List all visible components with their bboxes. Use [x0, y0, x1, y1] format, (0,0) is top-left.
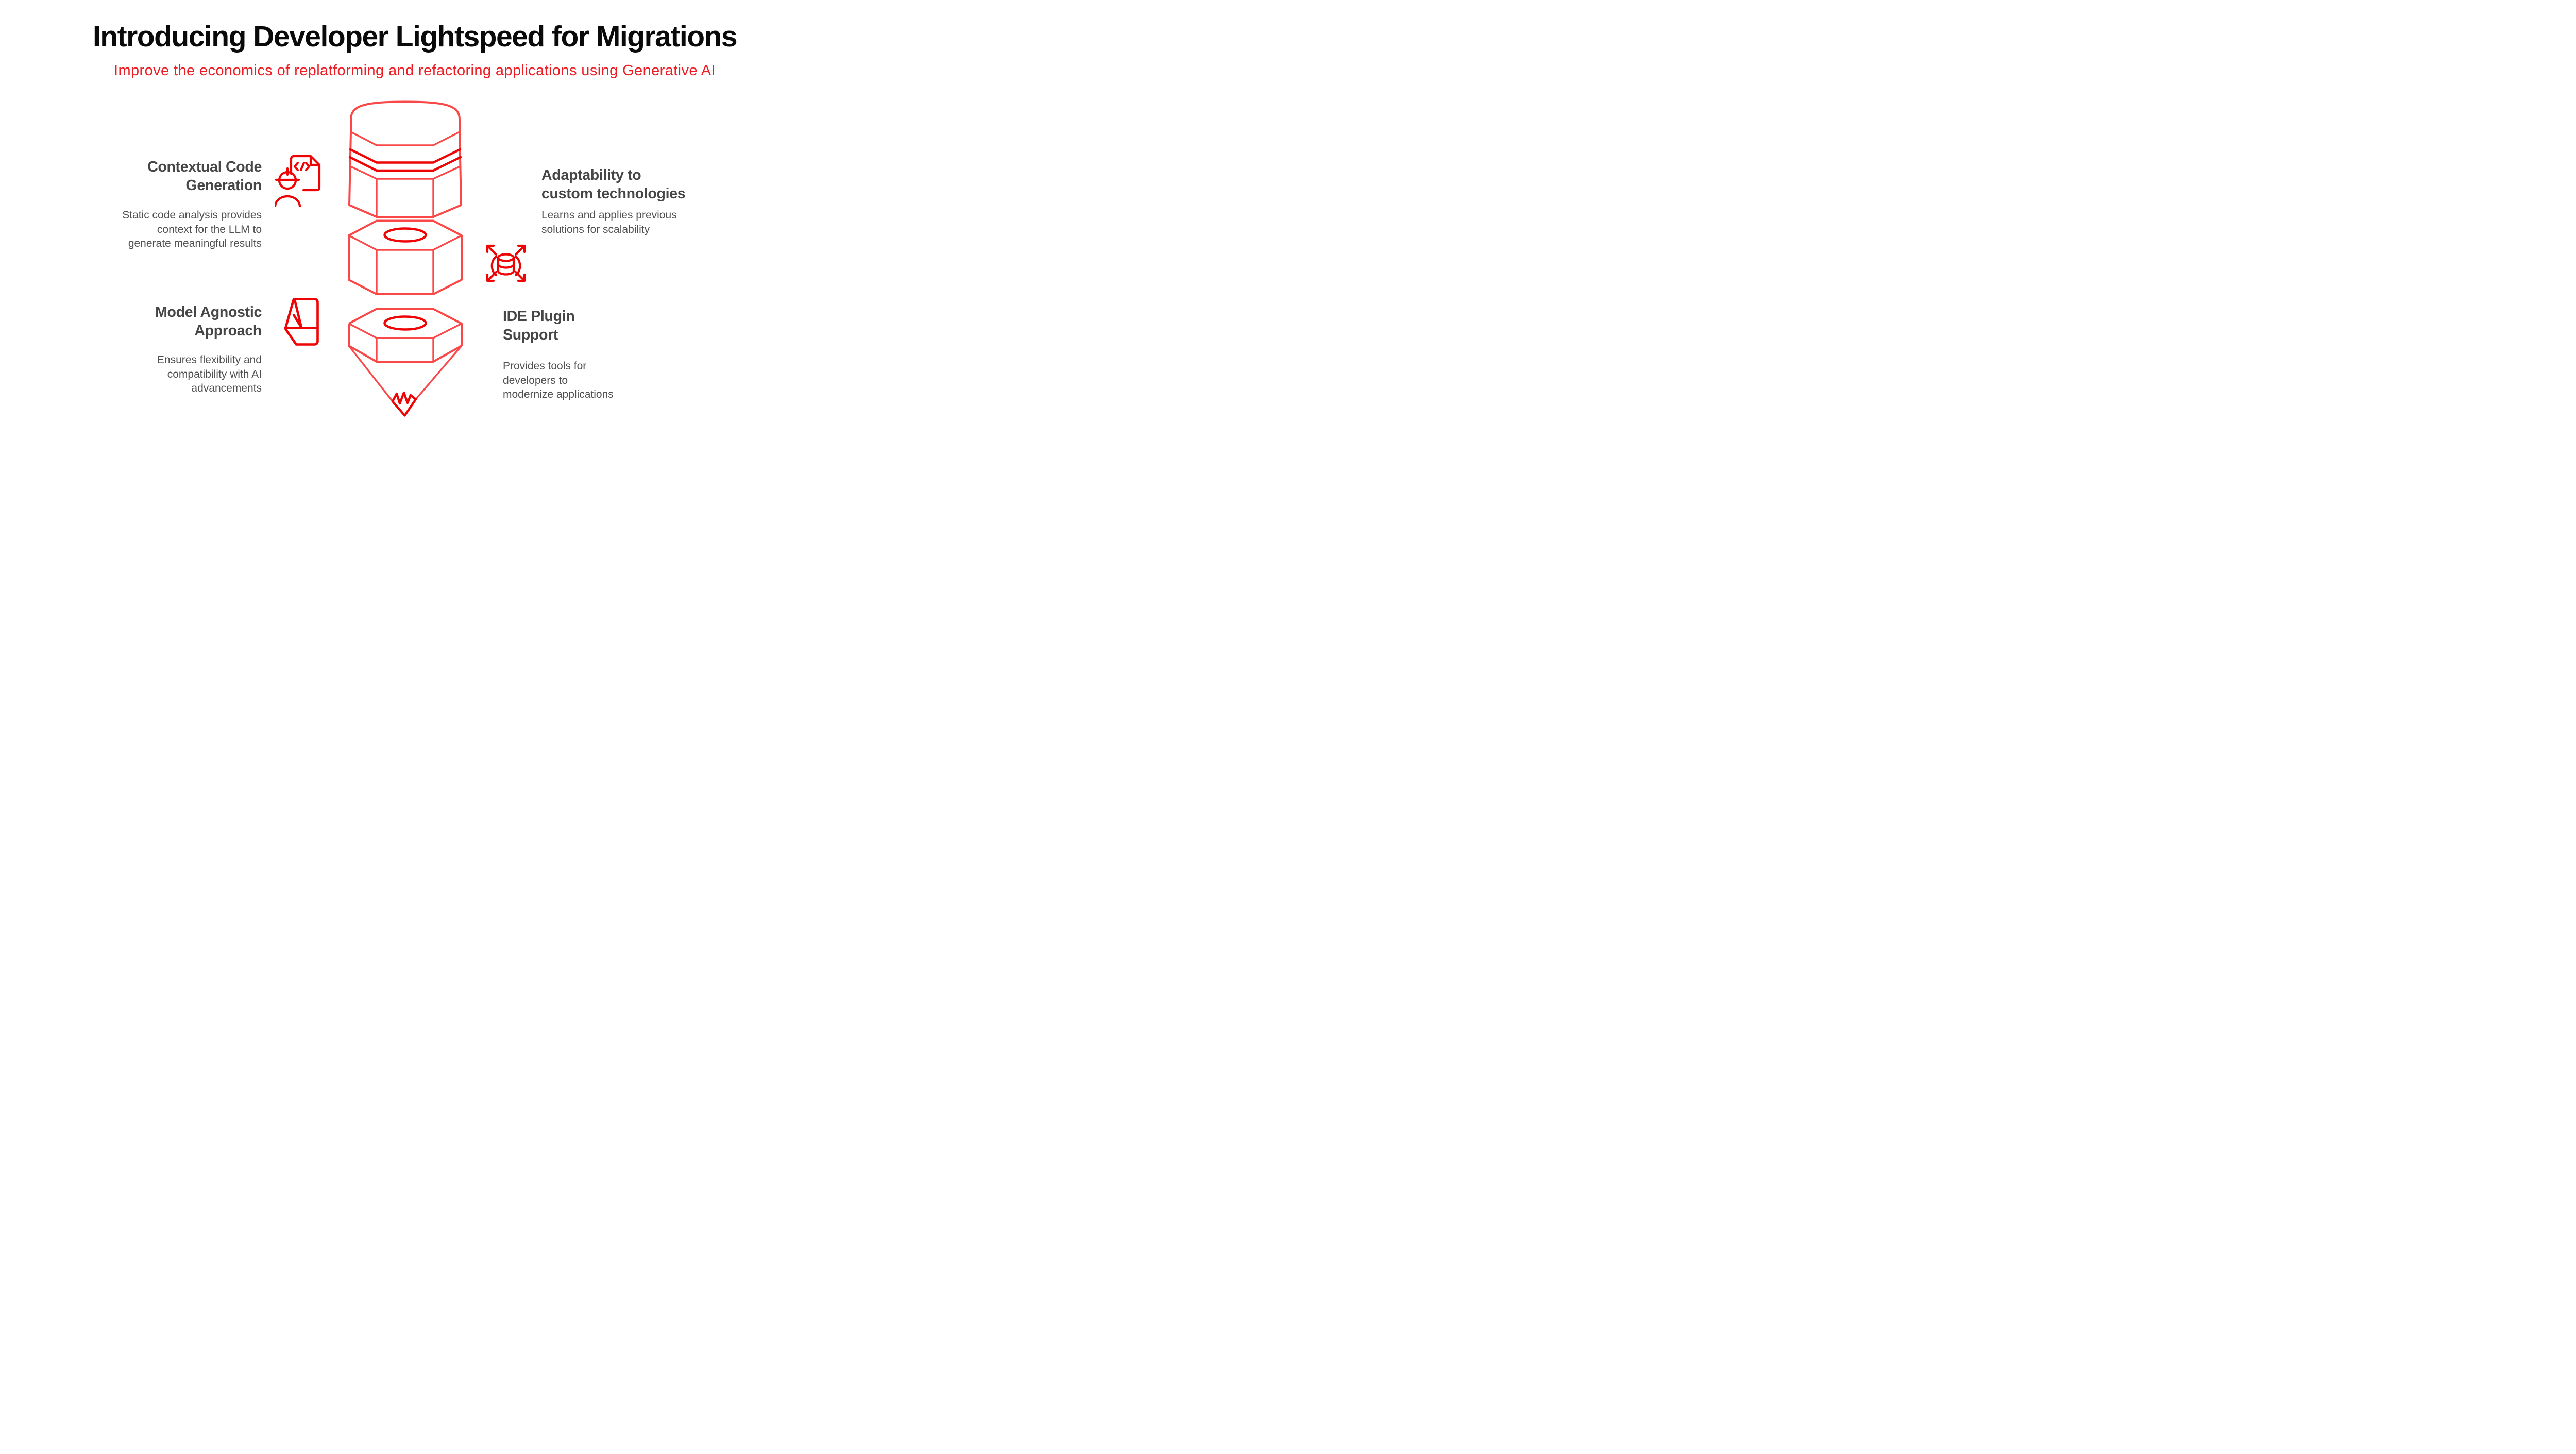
heading-line: Contextual Code — [147, 159, 262, 175]
model-a-logo-icon — [284, 298, 319, 346]
page-subtitle: Improve the economics of replatforming a… — [113, 62, 716, 79]
feature-heading: Contextual Code Generation — [45, 158, 262, 195]
infographic-page: { "page": { "width_px": 1546, "height_px… — [0, 0, 796, 447]
body-line: Ensures flexibility and — [157, 354, 262, 366]
feature-ide-plugin-support: IDE Plugin Support Provides tools for de… — [503, 307, 719, 402]
feature-model-agnostic-approach: Model Agnostic Approach Ensures flexibil… — [45, 303, 262, 396]
feature-heading: IDE Plugin Support — [503, 307, 719, 344]
feature-body: Learns and applies previous solutions fo… — [541, 208, 758, 236]
heading-line: Approach — [194, 323, 262, 339]
database-scale-arrows-icon — [486, 244, 526, 282]
body-line: Learns and applies previous — [541, 209, 677, 221]
heading-line: custom technologies — [541, 185, 686, 202]
body-line: modernize applications — [503, 388, 614, 400]
body-line: Provides tools for — [503, 360, 587, 372]
feature-adaptability-custom-technologies: Adaptability to custom technologies Lear… — [541, 166, 758, 236]
page-title: Introducing Developer Lightspeed for Mig… — [92, 20, 738, 53]
body-line: advancements — [191, 382, 262, 394]
feature-contextual-code-generation: Contextual Code Generation Static code a… — [45, 158, 262, 251]
feature-body: Ensures flexibility and compatibility wi… — [45, 353, 262, 396]
feature-body: Provides tools for developers to moderni… — [503, 359, 719, 402]
hex-pencil-stack-icon — [348, 100, 463, 417]
heading-line: Generation — [185, 177, 262, 194]
heading-line: Support — [503, 327, 558, 343]
body-line: solutions for scalability — [541, 223, 650, 235]
feature-body: Static code analysis provides context fo… — [45, 208, 262, 251]
body-line: context for the LLM to — [157, 223, 262, 235]
body-line: developers to — [503, 374, 568, 386]
body-line: compatibility with AI — [167, 368, 262, 380]
heading-line: IDE Plugin — [503, 308, 575, 325]
heading-line: Model Agnostic — [155, 304, 262, 320]
heading-line: Adaptability to — [541, 167, 641, 183]
body-line: Static code analysis provides — [122, 209, 262, 221]
feature-heading: Model Agnostic Approach — [45, 303, 262, 340]
feature-heading: Adaptability to custom technologies — [541, 166, 758, 203]
body-line: generate meaningful results — [128, 238, 262, 249]
engineer-code-file-icon — [275, 155, 321, 207]
